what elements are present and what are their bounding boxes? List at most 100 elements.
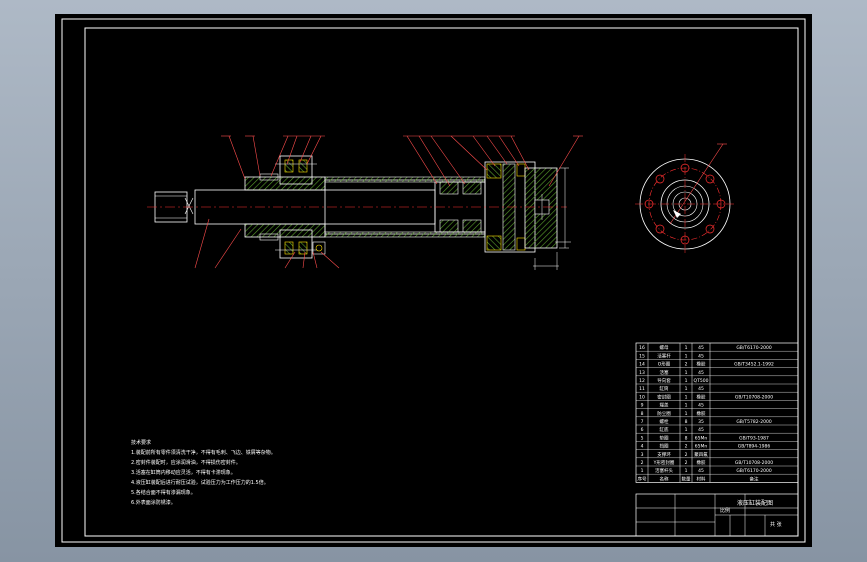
parts-list-header-cell: 材料 — [697, 475, 706, 482]
parts-list-header-cell: 备注 — [750, 475, 759, 482]
parts-list-cell: 8 — [685, 435, 688, 441]
parts-list-cell: 端盖 — [660, 402, 669, 409]
parts-list-cell: 1 — [685, 427, 688, 433]
port-front — [312, 241, 326, 255]
parts-list-cell: 1 — [685, 403, 688, 409]
parts-list-cell: 45 — [698, 353, 704, 359]
parts-list-cell: 65Mn — [695, 435, 708, 441]
parts-list-cell: 13 — [639, 370, 645, 376]
parts-list-cell: 1 — [685, 386, 688, 392]
parts-list-frame — [635, 342, 799, 483]
parts-list-cell: 橡胶 — [697, 410, 706, 417]
parts-list-cell: 1 — [685, 394, 688, 400]
notes-line: 4.液压缸装配后进行耐压试验，试验压力为工作压力的1.5倍。 — [131, 479, 269, 486]
technical-notes: 技术要求 1.装配前所有零件须清洗干净，不得有毛刺、飞边、铁屑等杂物。 2.密封… — [131, 439, 276, 506]
parts-list-cell: 活塞 — [660, 369, 669, 376]
scale-label: 比例 — [720, 507, 730, 514]
cylinder-section-view — [147, 135, 583, 270]
outer-border — [61, 18, 806, 543]
parts-list-cell: O形圈 — [658, 361, 671, 368]
parts-list-cell: 45 — [698, 468, 704, 474]
parts-list-cell: GB/T5782-2000 — [736, 419, 772, 425]
parts-list-cell: 导向套 — [657, 377, 671, 384]
parts-list-cell: 缸底 — [660, 426, 669, 433]
parts-list-cell: 8 — [641, 411, 644, 417]
parts-list-header-cell: 数量 — [682, 475, 691, 482]
parts-list-cell: GB/T894-1986 — [738, 444, 771, 450]
parts-list-cell: 35 — [698, 419, 704, 425]
notes-title: 技术要求 — [131, 439, 151, 446]
parts-list-cell: 1 — [685, 468, 688, 474]
parts-list-cell: 垫圈 — [660, 434, 669, 441]
parts-list-cell: 聚四氟 — [694, 451, 708, 458]
parts-list-cell: 11 — [639, 386, 645, 392]
parts-list-cell: 1 — [685, 378, 688, 384]
parts-list-cell: 1 — [641, 468, 644, 474]
parts-list-cell: 65Mn — [695, 444, 708, 450]
parts-list-cell: 14 — [639, 362, 645, 368]
sheet-label: 共 张 — [770, 521, 782, 528]
parts-list-cell: GB/T6170-2000 — [736, 468, 772, 474]
notes-line: 1.装配前所有零件须清洗干净，不得有毛刺、飞边、铁屑等杂物。 — [131, 449, 276, 456]
parts-list-cell: 4 — [641, 444, 644, 450]
parts-list-cell: 15 — [639, 353, 645, 359]
parts-list-cell: 螺栓 — [660, 418, 669, 425]
parts-list-cell: 缸筒 — [660, 385, 669, 392]
parts-list-cell: 3 — [641, 452, 644, 458]
parts-list-cell: 45 — [698, 386, 704, 392]
parts-list-cell: GB/T93-1987 — [739, 435, 769, 441]
parts-list-cell: 2 — [685, 452, 688, 458]
parts-list-cell: GB/T10708-2000 — [735, 394, 773, 400]
parts-list-cell: 活塞杆 — [657, 352, 671, 359]
parts-list-cell: 2 — [685, 444, 688, 450]
drawing-name: 液压缸装配图 — [737, 499, 773, 507]
parts-list-cell: 活塞杆头 — [655, 467, 673, 474]
parts-list-cell: 8 — [685, 419, 688, 425]
parts-list-cell: 橡胶 — [697, 393, 706, 400]
title-block: 液压缸装配图 比例 共 张 — [635, 493, 799, 537]
parts-list-cell: 5 — [641, 435, 644, 441]
notes-line: 3.活塞在缸筒内移动应灵活，不得有卡滞现象。 — [131, 469, 236, 476]
parts-list-cell: 16 — [639, 345, 645, 351]
parts-list-cell: 6 — [641, 427, 644, 433]
parts-list-cell: 2 — [641, 460, 644, 466]
parts-list-cell: GB/T10708-2000 — [735, 460, 773, 466]
parts-list-cell: 1 — [685, 370, 688, 376]
parts-list-cell: GB/T3452.1-1992 — [734, 362, 774, 368]
flange-end-view — [635, 143, 735, 254]
drawing-svg: 技术要求 1.装配前所有零件须清洗干净，不得有毛刺、飞边、铁屑等杂物。 2.密封… — [61, 18, 806, 543]
parts-list-cell: GB/T6170-2000 — [736, 345, 772, 351]
parts-list-cell: 7 — [641, 419, 644, 425]
parts-list-cell: 挡圈 — [660, 443, 669, 450]
parts-list-header-cell: 名称 — [660, 475, 669, 482]
front-head-top — [244, 176, 326, 191]
parts-list-header-cell: 序号 — [638, 475, 647, 482]
parts-list-cell: 12 — [639, 378, 645, 384]
parts-list-cell: 防尘圈 — [657, 410, 671, 417]
drawing-canvas[interactable]: 技术要求 1.装配前所有零件须清洗干净，不得有毛刺、飞边、铁屑等杂物。 2.密封… — [55, 14, 812, 547]
parts-list-cell: 45 — [698, 345, 704, 351]
notes-line: 6.外表面涂防锈漆。 — [131, 499, 176, 506]
parts-list-cell: 1 — [685, 345, 688, 351]
parts-list-cell: 1 — [685, 411, 688, 417]
parts-list-cell: 45 — [698, 427, 704, 433]
parts-list-cell: 9 — [641, 403, 644, 409]
parts-list-cell: 螺母 — [660, 344, 669, 351]
parts-list-cell: 橡胶 — [697, 459, 706, 466]
parts-list-cell: Y形密封圈 — [653, 459, 675, 466]
parts-list-cell: 2 — [685, 362, 688, 368]
parts-list-cell: 2 — [685, 460, 688, 466]
front-head-bottom — [244, 223, 326, 238]
notes-line: 2.密封件装配时，应涂润滑油，不得损伤密封件。 — [131, 459, 241, 466]
parts-list-cell: 支撑环 — [657, 451, 671, 458]
parts-list-cell: QT500 — [694, 378, 709, 384]
front-flange — [279, 155, 313, 185]
parts-list-cell: 密封圈 — [657, 393, 671, 400]
parts-list-cell: 45 — [698, 403, 704, 409]
parts-list-cell: 1 — [685, 353, 688, 359]
inner-border — [84, 27, 799, 537]
notes-line: 5.各结合面不得有渗漏现象。 — [131, 489, 196, 496]
parts-list-cell: 45 — [698, 370, 704, 376]
